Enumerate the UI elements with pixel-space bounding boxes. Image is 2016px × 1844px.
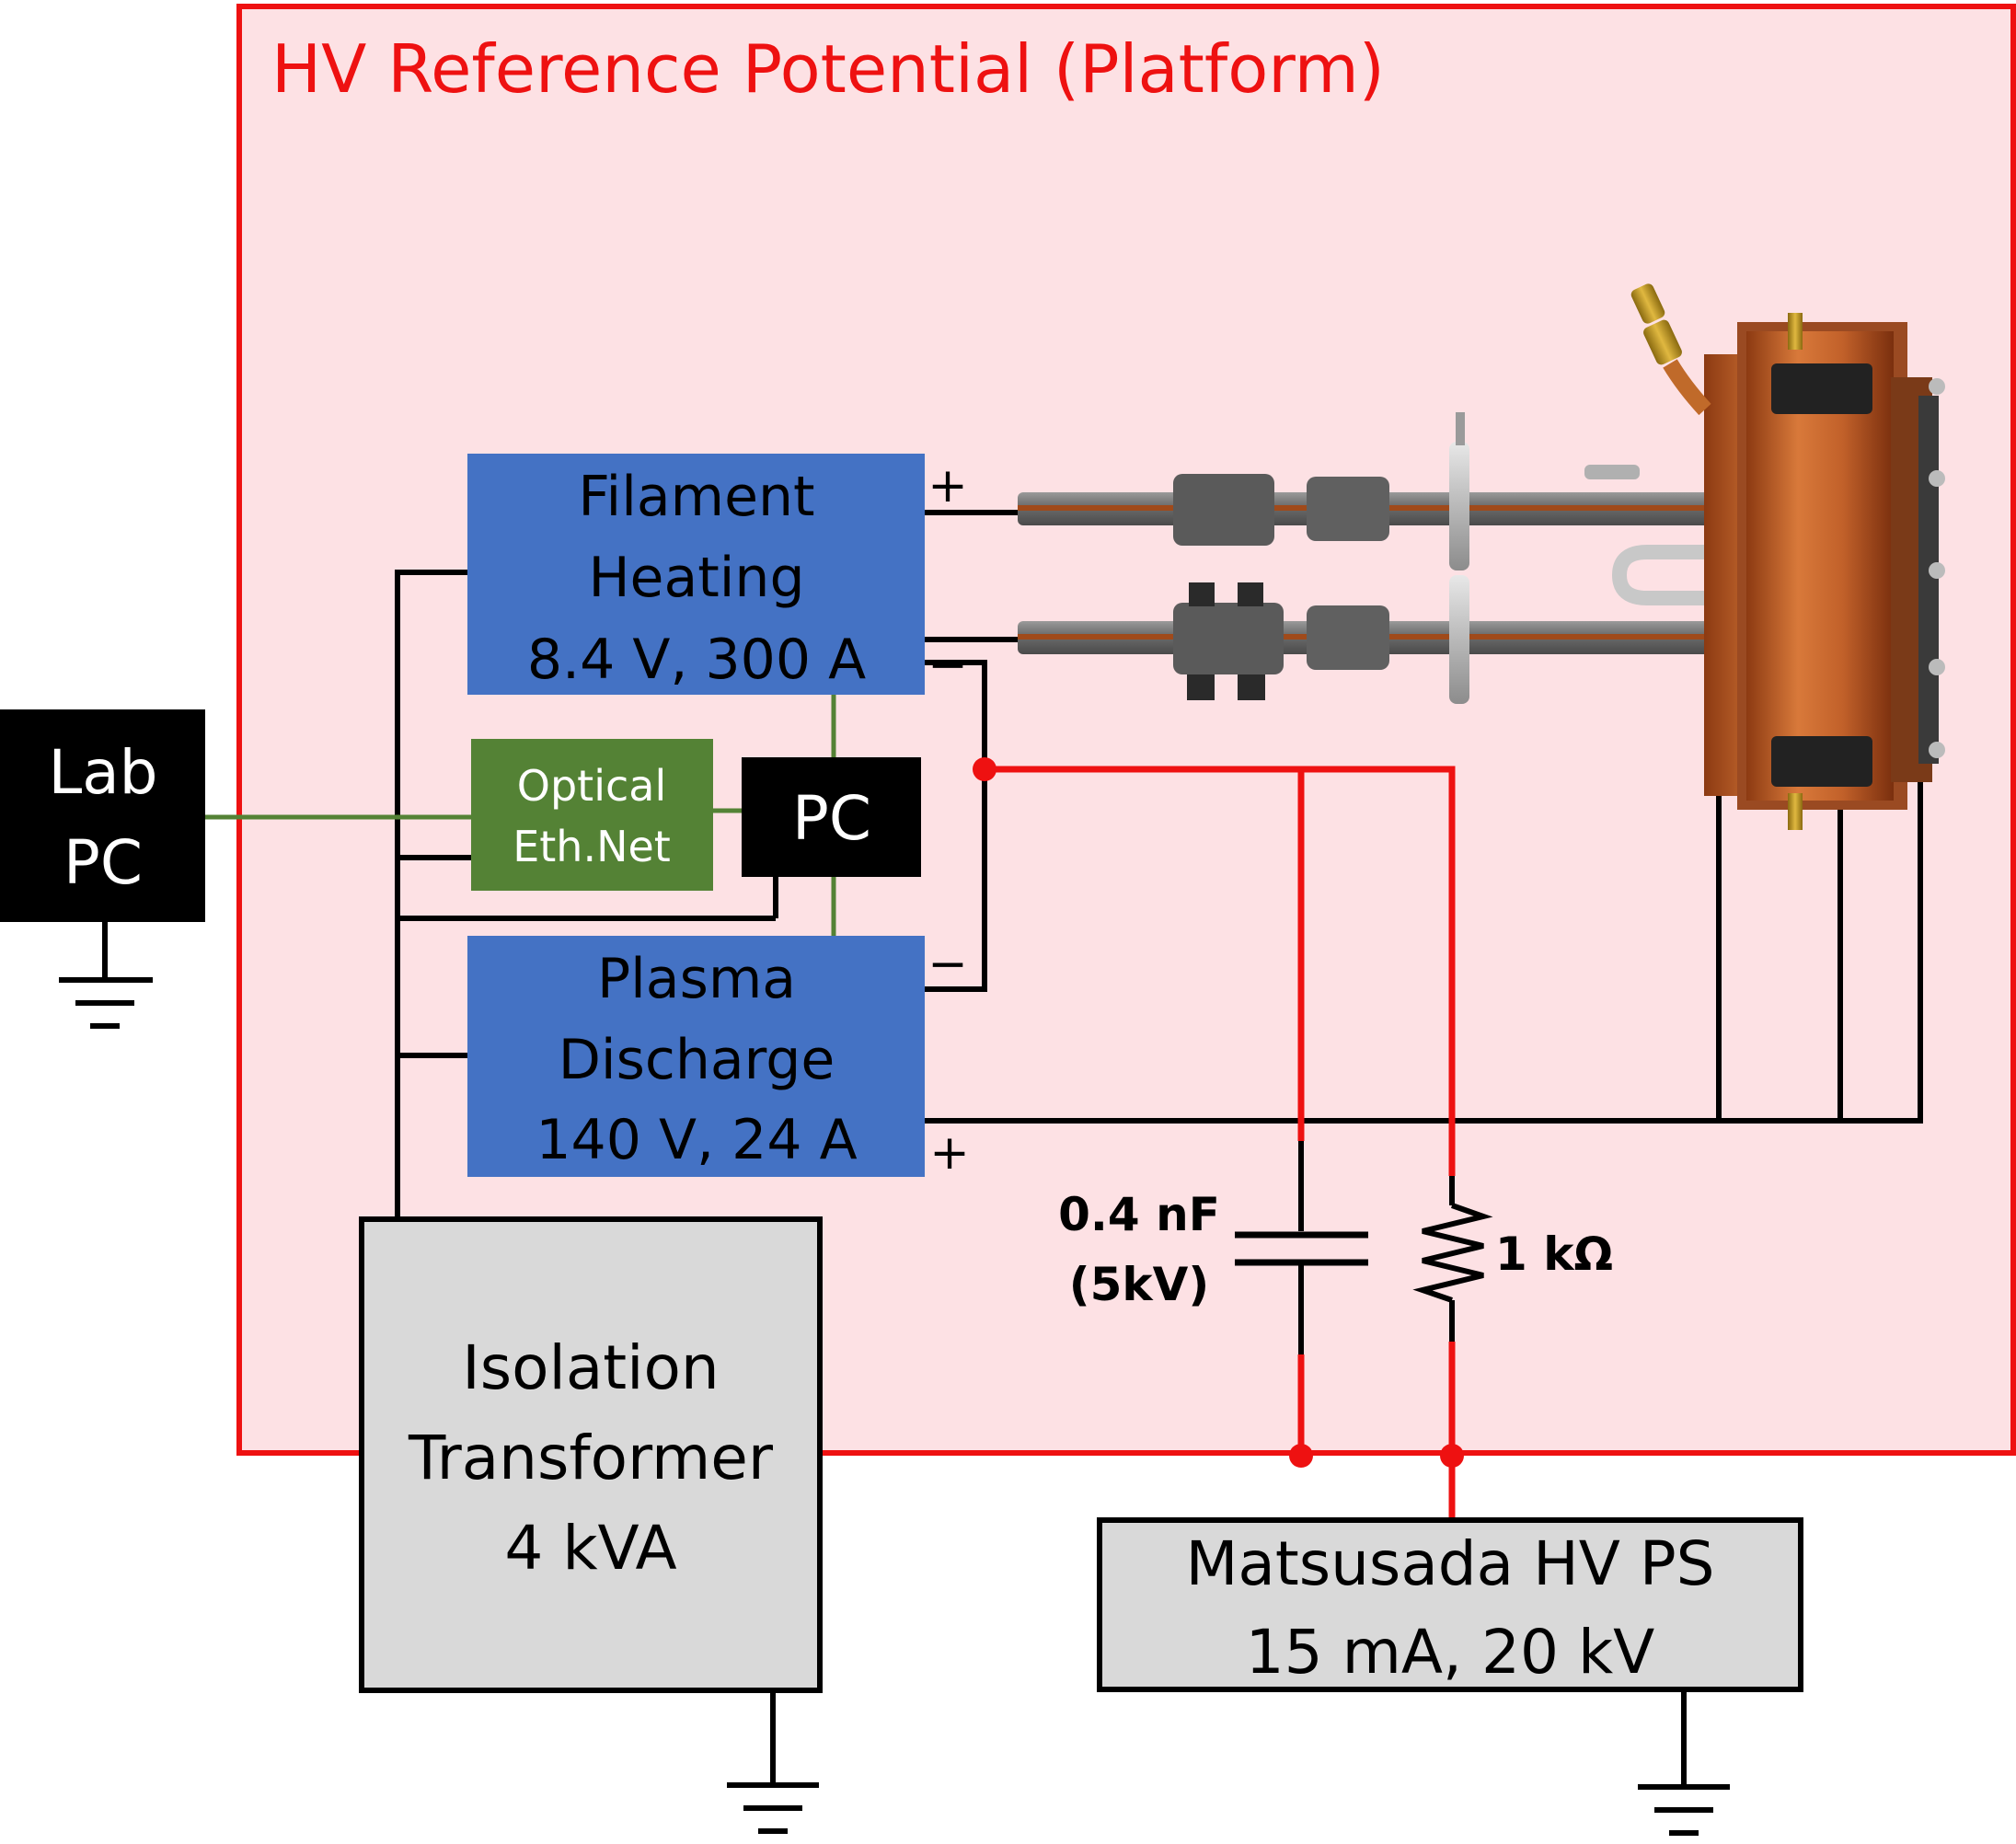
filament-heating-supply (467, 454, 925, 695)
platform-pc-label: PC (792, 783, 871, 854)
filament-label-2: Heating (588, 546, 804, 610)
platform-pc (742, 757, 921, 877)
optical-label-1: Optical (517, 761, 666, 811)
filament-label-1: Filament (578, 465, 814, 529)
black-wiring (102, 510, 1923, 1787)
plasma-discharge-supply (467, 936, 925, 1177)
ground-icon (1638, 1784, 1730, 1836)
plasma-label-2: Discharge (559, 1028, 835, 1092)
ground-icon (59, 977, 153, 1029)
ground-icon (727, 1782, 819, 1834)
platform-title: HV Reference Potential (Platform) (271, 30, 1385, 108)
resistor-symbol (1412, 1203, 1493, 1303)
transformer-label-2: Transformer (408, 1423, 774, 1493)
capacitor-value: 0.4 nF (1058, 1188, 1220, 1241)
lab-pc-label-1: Lab (48, 737, 157, 808)
filament-plus: + (927, 458, 968, 513)
capacitor-symbol (1235, 1231, 1368, 1266)
resistor-value: 1 kΩ (1495, 1227, 1613, 1281)
hv-wiring (985, 766, 1456, 1520)
optical-links (204, 695, 836, 937)
hvps-rating: 15 mA, 20 kV (1246, 1617, 1655, 1688)
transformer-rating: 4 kVA (504, 1513, 676, 1584)
filament-minus: − (927, 638, 968, 693)
hv-node-res (1440, 1444, 1464, 1468)
lab-pc-label-2: PC (63, 827, 143, 898)
hv-node-top (973, 757, 996, 781)
isolation-transformer (359, 1216, 823, 1693)
plasma-minus: − (927, 937, 968, 992)
plasma-rating: 140 V, 24 A (536, 1108, 857, 1172)
ion-source-image (1018, 283, 1945, 830)
lab-pc (0, 709, 205, 922)
capacitor-rating: (5kV) (1069, 1258, 1209, 1311)
matsusada-hv-ps (1097, 1517, 1803, 1692)
plasma-plus: + (929, 1125, 970, 1181)
plasma-label-1: Plasma (597, 947, 796, 1011)
hvps-label: Matsusada HV PS (1185, 1528, 1714, 1599)
filament-rating: 8.4 V, 300 A (527, 628, 866, 692)
optical-label-2: Eth.Net (513, 822, 671, 871)
optical-ethernet-converter (471, 739, 713, 891)
transformer-label-1: Isolation (462, 1332, 719, 1403)
hv-node-cap (1289, 1444, 1313, 1468)
